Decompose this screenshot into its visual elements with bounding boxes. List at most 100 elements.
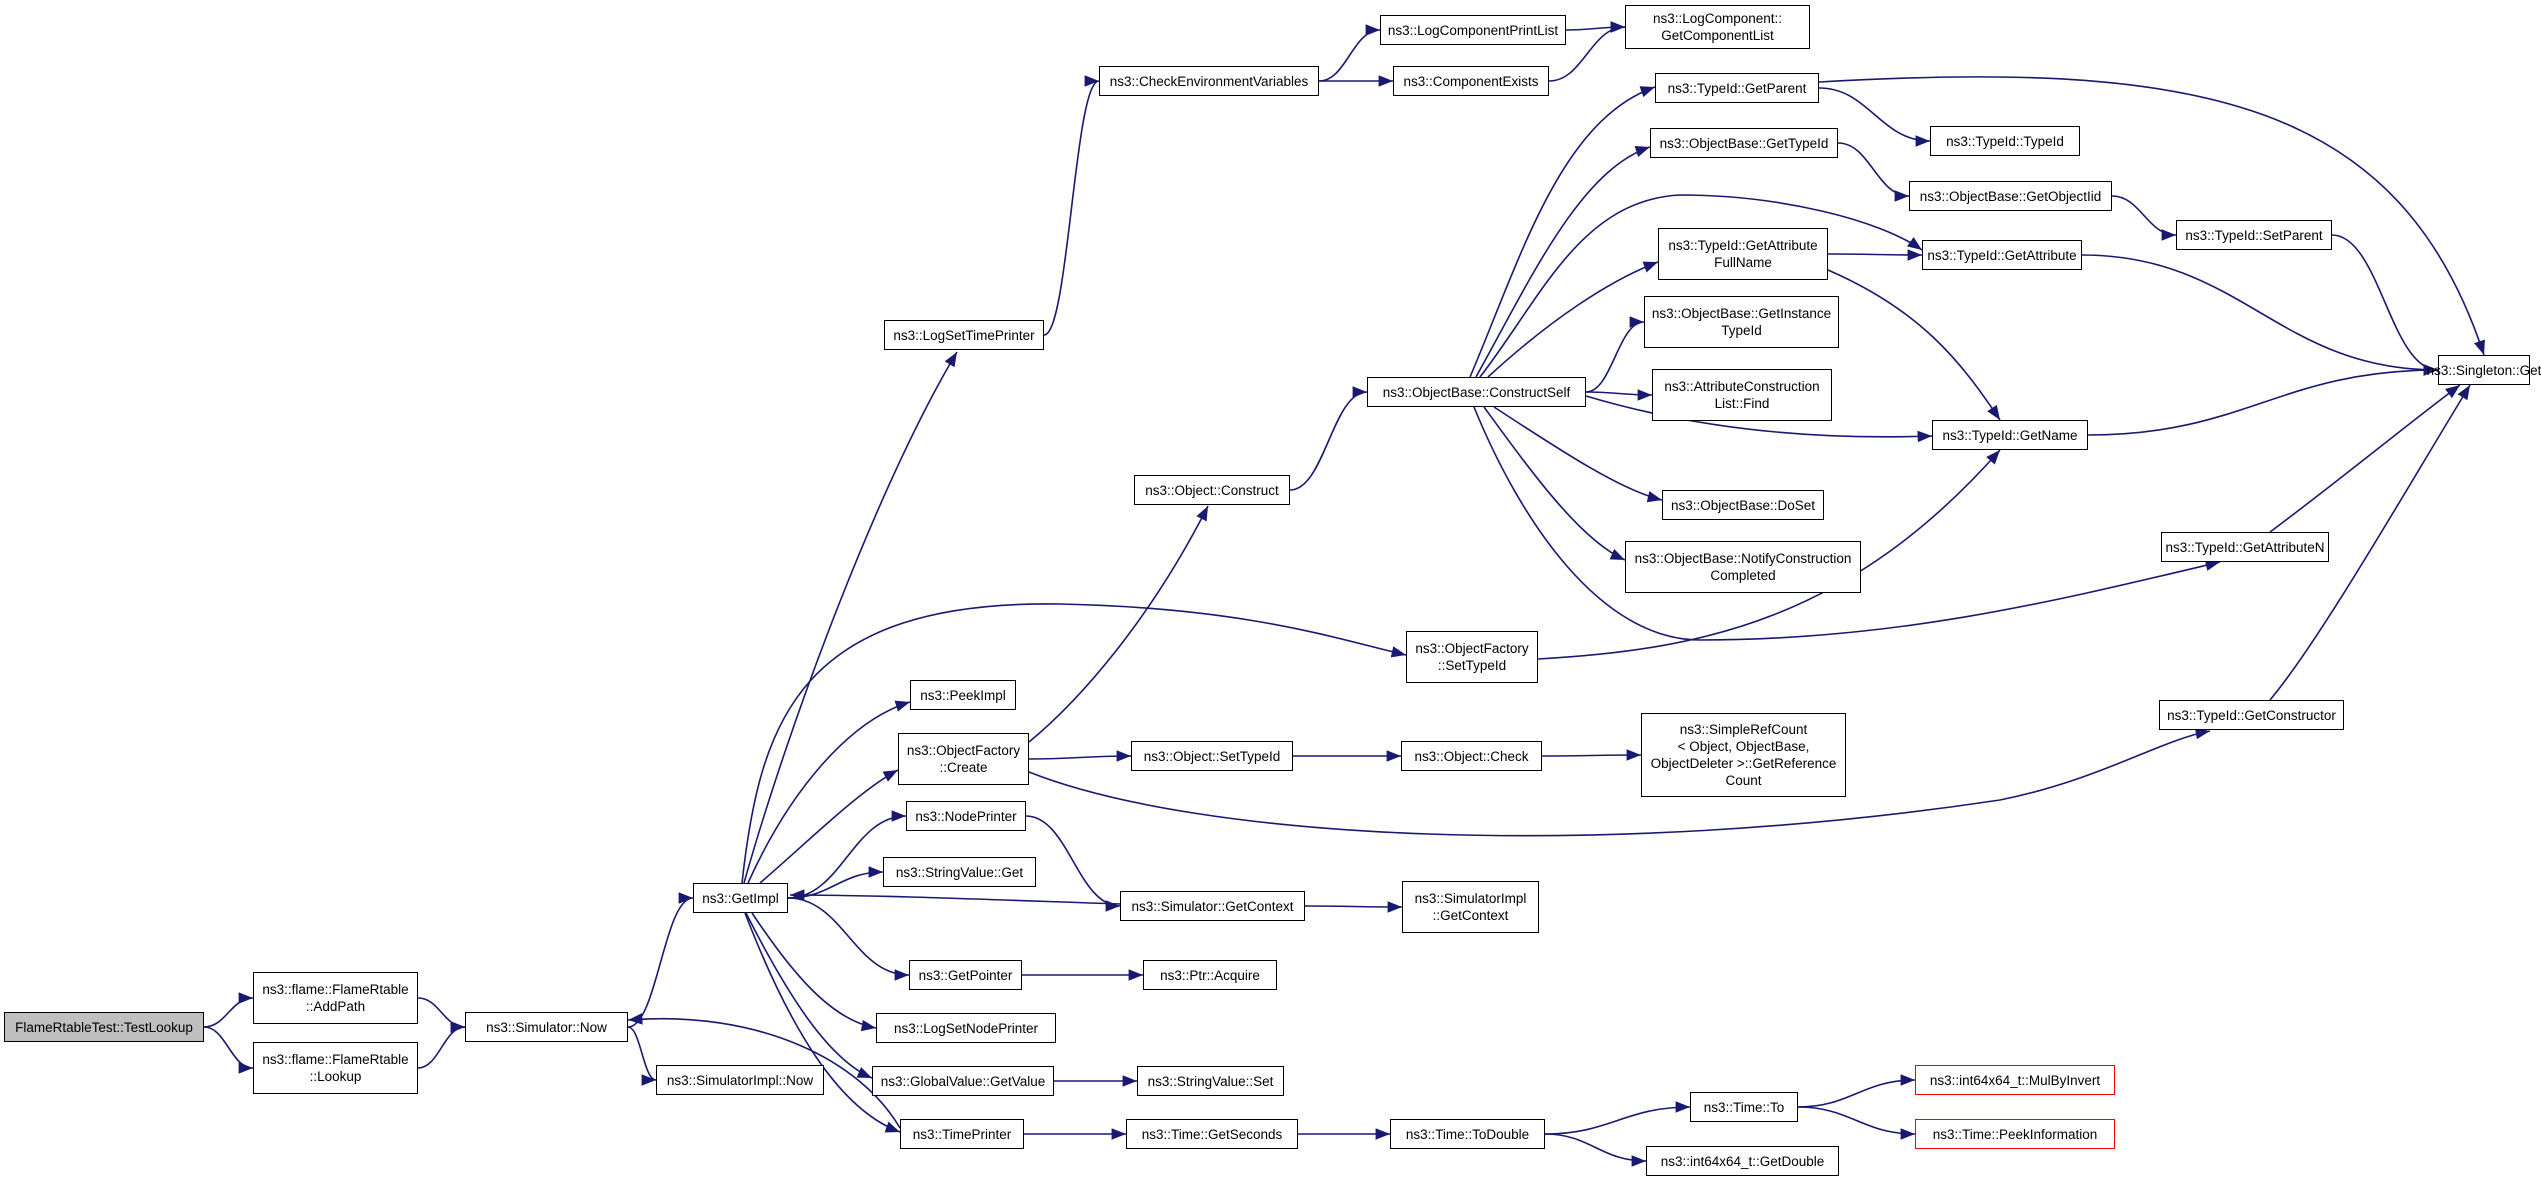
edge-tidgetparent-to-tidtypeid: [1818, 87, 1931, 147]
node-simplerefcount[interactable]: ns3::SimpleRefCount < Object, ObjectBase…: [1641, 713, 1846, 797]
node-simgetctx[interactable]: ns3::Simulator::GetContext: [1120, 891, 1305, 921]
node-obgettypeid[interactable]: ns3::ObjectBase::GetTypeId: [1650, 128, 1838, 158]
edge-timeprinter-to-simnow: [627, 1013, 901, 1129]
edge-simnow-to-getimpl: [627, 892, 694, 1028]
node-objsettypeid[interactable]: ns3::Object::SetTypeId: [1131, 741, 1293, 771]
edge-timetodouble-to-i64getdouble: [1544, 1133, 1647, 1167]
node-tidgetattrn[interactable]: ns3::TypeId::GetAttributeN: [2161, 532, 2329, 562]
node-gvgetvalue[interactable]: ns3::GlobalValue::GetValue: [872, 1066, 1054, 1096]
node-ofcreate[interactable]: ns3::ObjectFactory ::Create: [898, 733, 1029, 785]
edge-tidgetname-to-singletonget: [2087, 364, 2439, 436]
edge-nodeprinter-to-simgetctx: [1025, 815, 1121, 912]
node-obgetobjectiid[interactable]: ns3::ObjectBase::GetObjectIid: [1909, 181, 2112, 211]
node-simimplnow[interactable]: ns3::SimulatorImpl::Now: [656, 1065, 824, 1095]
edge-getimpl-to-peekimpl: [747, 700, 911, 884]
node-obgetinstance[interactable]: ns3::ObjectBase::GetInstance TypeId: [1644, 296, 1839, 348]
node-simnow[interactable]: ns3::Simulator::Now: [465, 1012, 628, 1042]
edge-simnow-to-simimplnow: [627, 1026, 657, 1086]
node-tidgetattr[interactable]: ns3::TypeId::GetAttribute: [1922, 240, 2082, 270]
node-checkenv[interactable]: ns3::CheckEnvironmentVariables: [1099, 66, 1319, 96]
node-obconstructself[interactable]: ns3::ObjectBase::ConstructSelf: [1367, 377, 1586, 407]
node-i64getdouble[interactable]: ns3::int64x64_t::GetDouble: [1646, 1146, 1839, 1176]
edge-obconstructself-to-tidgetparent: [1469, 86, 1656, 378]
edge-obconstructself-to-obgetinstance: [1585, 316, 1645, 393]
edge-ofcreate-to-tidgetctor: [1028, 727, 2211, 837]
edge-tidgetattrfull-to-tidgetattr: [1827, 249, 1923, 261]
edge-obconstructself-to-tidgetattrn: [1473, 406, 2221, 641]
node-getimpl[interactable]: ns3::GetImpl: [693, 883, 788, 913]
node-objcheck[interactable]: ns3::Object::Check: [1401, 741, 1542, 771]
edge-getimpl-to-logsetnp: [751, 912, 877, 1032]
edge-tidgetattr-to-singletonget: [2081, 254, 2439, 376]
edge-timetodouble-to-timeto: [1544, 1101, 1691, 1135]
edge-getimpl-to-logsettp: [743, 351, 958, 884]
edge-timeto-to-i64mulbyinvert: [1797, 1074, 1916, 1108]
edge-getimpl-to-timeprinter: [744, 912, 901, 1133]
edge-obconstructself-to-obgettypeid: [1475, 146, 1651, 378]
node-ptracquire[interactable]: ns3::Ptr::Acquire: [1143, 960, 1277, 990]
node-timeprinter[interactable]: ns3::TimePrinter: [900, 1119, 1024, 1149]
node-logsetnp[interactable]: ns3::LogSetNodePrinter: [876, 1013, 1056, 1043]
node-compexists[interactable]: ns3::ComponentExists: [1393, 66, 1549, 96]
edge-obconstructself-to-obdoset: [1493, 406, 1663, 503]
node-strvalget[interactable]: ns3::StringValue::Get: [883, 857, 1036, 887]
edge-tidgetattrn-to-singletonget: [2269, 384, 2461, 533]
node-tidgetattrfull[interactable]: ns3::TypeId::GetAttribute FullName: [1658, 228, 1828, 280]
node-strvalset[interactable]: ns3::StringValue::Set: [1137, 1066, 1284, 1096]
edge-obgettypeid-to-obgetobjectiid: [1837, 142, 1910, 202]
edge-obconstructself-to-obnotify: [1483, 406, 1626, 561]
node-addpath[interactable]: ns3::flame::FlameRtable ::AddPath: [253, 972, 418, 1024]
edge-ofsettypeid-to-tidgetname: [1537, 449, 2001, 660]
edge-root-to-lookup: [203, 1026, 254, 1074]
node-tidgetparent[interactable]: ns3::TypeId::GetParent: [1655, 73, 1819, 103]
node-ofsettypeid[interactable]: ns3::ObjectFactory ::SetTypeId: [1406, 631, 1538, 683]
edge-obconstructself-to-tidgetattr: [1479, 194, 1923, 378]
edge-logsettp-to-checkenv: [1043, 75, 1100, 336]
edge-ofcreate-to-objsettypeid: [1028, 750, 1132, 762]
node-logcpl[interactable]: ns3::LogComponentPrintList: [1380, 15, 1566, 45]
edge-getimpl-to-ofcreate: [759, 769, 899, 884]
edge-tidgetparent-to-singletonget: [1818, 76, 2485, 356]
edge-ofcreate-to-objconstruct: [1028, 505, 1209, 743]
edge-checkenv-to-logcpl: [1318, 24, 1381, 82]
edge-obconstructself-to-tidgetname: [1585, 395, 1933, 443]
node-timegetsec[interactable]: ns3::Time::GetSeconds: [1126, 1119, 1298, 1149]
node-obnotify[interactable]: ns3::ObjectBase::NotifyConstruction Comp…: [1625, 541, 1861, 593]
node-simimplgetctx[interactable]: ns3::SimulatorImpl ::GetContext: [1402, 881, 1539, 933]
edge-objconstruct-to-obconstructself: [1289, 386, 1368, 491]
edge-lookup-to-simnow: [417, 1021, 466, 1069]
edge-obgetobjectiid-to-tidsetparent: [2111, 195, 2177, 241]
edge-getimpl-to-strvalget: [787, 866, 884, 899]
edge-getimpl-to-getpointer: [787, 897, 910, 981]
node-root[interactable]: FlameRtableTest::TestLookup: [4, 1012, 204, 1042]
node-objconstruct[interactable]: ns3::Object::Construct: [1134, 475, 1290, 505]
node-timepeekinfo[interactable]: ns3::Time::PeekInformation: [1915, 1119, 2115, 1149]
node-tidgetctor[interactable]: ns3::TypeId::GetConstructor: [2159, 700, 2344, 730]
node-peekimpl[interactable]: ns3::PeekImpl: [910, 680, 1016, 710]
edge-root-to-addpath: [203, 992, 254, 1028]
node-timetodouble[interactable]: ns3::Time::ToDouble: [1390, 1119, 1545, 1149]
edge-tidsetparent-to-singletonget: [2331, 234, 2439, 376]
node-obdoset[interactable]: ns3::ObjectBase::DoSet: [1662, 490, 1824, 520]
node-lookup[interactable]: ns3::flame::FlameRtable ::Lookup: [253, 1042, 418, 1094]
node-logsettp[interactable]: ns3::LogSetTimePrinter: [884, 320, 1044, 350]
edge-simgetctx-to-simimplgetctx: [1304, 901, 1403, 913]
edge-obconstructself-to-tidgetattrfull: [1487, 261, 1659, 378]
node-tidtypeid[interactable]: ns3::TypeId::TypeId: [1930, 126, 2080, 156]
edge-timeto-to-timepeekinfo: [1797, 1106, 1916, 1140]
edge-simgetctx-to-getimpl: [789, 889, 1121, 905]
node-singletonget[interactable]: ns3::Singleton::Get: [2427, 355, 2541, 385]
node-nodeprinter[interactable]: ns3::NodePrinter: [906, 801, 1026, 831]
node-tidsetparent[interactable]: ns3::TypeId::SetParent: [2176, 220, 2332, 250]
node-getpointer[interactable]: ns3::GetPointer: [909, 960, 1022, 990]
edge-objcheck-to-simplerefcount: [1541, 749, 1642, 761]
node-getcomplist[interactable]: ns3::LogComponent:: GetComponentList: [1625, 5, 1810, 49]
node-tidgetname[interactable]: ns3::TypeId::GetName: [1932, 420, 2088, 450]
node-i64mulbyinvert[interactable]: ns3::int64x64_t::MulByInvert: [1915, 1065, 2115, 1095]
node-acfind[interactable]: ns3::AttributeConstruction List::Find: [1652, 369, 1832, 421]
node-timeto[interactable]: ns3::Time::To: [1690, 1092, 1798, 1122]
edge-tidgetattrfull-to-tidgetname: [1827, 269, 2001, 421]
edge-getimpl-to-gvgetvalue: [745, 912, 873, 1079]
